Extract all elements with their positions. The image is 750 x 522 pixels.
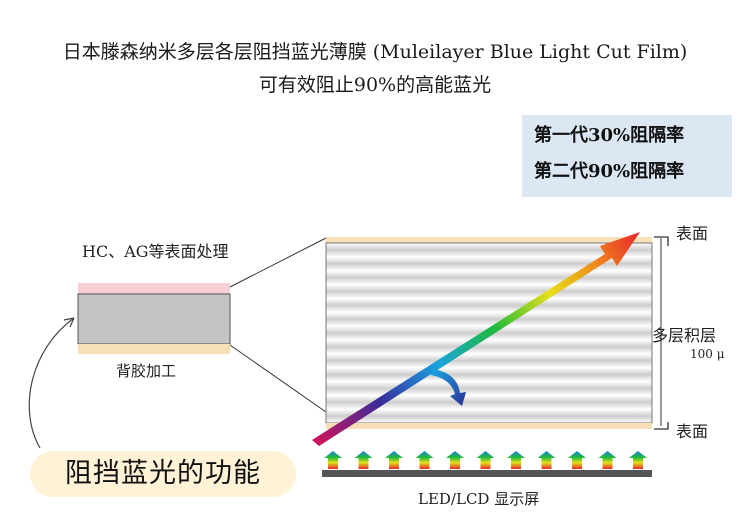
display-light-arrow	[355, 451, 373, 469]
left-film-core	[78, 294, 230, 344]
display-light-arrow	[446, 451, 464, 469]
display-light-arrow	[568, 451, 586, 469]
right-film-surface-top	[326, 237, 652, 243]
film-layer	[326, 298, 652, 312]
feature-label: 阻挡蓝光的功能	[30, 451, 296, 497]
film-layer	[326, 285, 652, 299]
film-layer	[326, 312, 652, 326]
film-layer	[326, 368, 652, 382]
display-light-arrow	[629, 451, 647, 469]
zoom-line-bottom	[230, 345, 326, 412]
film-layer	[326, 354, 652, 368]
zoom-line-top	[230, 238, 326, 287]
display-light-arrow	[324, 451, 342, 469]
display-light-arrows	[324, 451, 647, 469]
left-film	[78, 283, 230, 354]
film-layer	[326, 381, 652, 395]
left-film-top-coat	[78, 283, 230, 294]
display-light-arrow	[599, 451, 617, 469]
display-light-arrow	[416, 451, 434, 469]
display-light-arrow	[507, 451, 525, 469]
film-layer	[326, 340, 652, 354]
right-film-surface-bottom	[326, 423, 652, 429]
display-light-arrow	[385, 451, 403, 469]
feature-pointer-curve	[29, 318, 74, 448]
film-layer	[326, 409, 652, 423]
film-layer	[326, 271, 652, 285]
display-light-arrow	[477, 451, 495, 469]
display-panel	[322, 470, 652, 477]
left-film-adhesive	[78, 344, 230, 354]
display-light-arrow	[538, 451, 556, 469]
